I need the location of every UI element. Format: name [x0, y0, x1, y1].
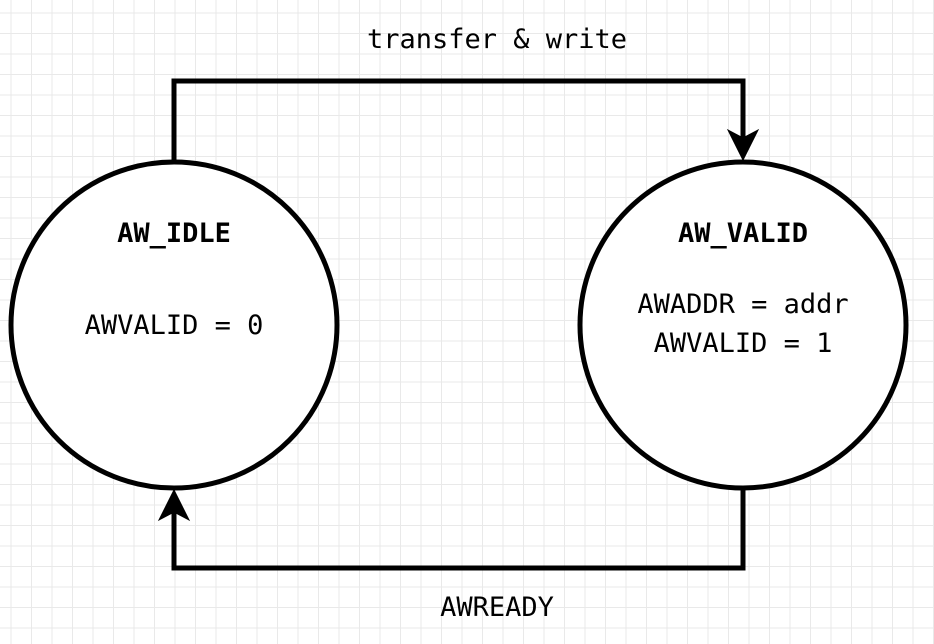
state-aw-valid-circle: [577, 159, 909, 491]
transition-idle-to-valid-line: [171, 78, 746, 162]
state-aw-valid-title: AW_VALID: [678, 218, 808, 249]
transition-idle-to-valid: transfer & write: [171, 24, 760, 162]
arrowhead-up-icon: [157, 488, 191, 522]
transition-label-awready: AWREADY: [440, 592, 554, 623]
state-aw-valid-line-1: AWADDR = addr: [637, 289, 848, 320]
state-aw-valid[interactable]: AW_VALID AWADDR = addr AWVALID = 1: [577, 159, 909, 491]
state-aw-idle-circle: [8, 159, 340, 491]
state-aw-idle[interactable]: AW_IDLE AWVALID = 0: [8, 159, 340, 491]
transition-valid-to-idle: AWREADY: [157, 488, 746, 623]
state-aw-idle-line-1: AWVALID = 0: [85, 310, 264, 341]
transition-label-transfer-write: transfer & write: [367, 24, 627, 55]
arrowhead-down-icon: [726, 128, 760, 162]
state-aw-valid-line-2: AWVALID = 1: [654, 328, 833, 359]
transition-valid-to-idle-line: [171, 488, 746, 571]
state-aw-idle-title: AW_IDLE: [117, 218, 231, 249]
